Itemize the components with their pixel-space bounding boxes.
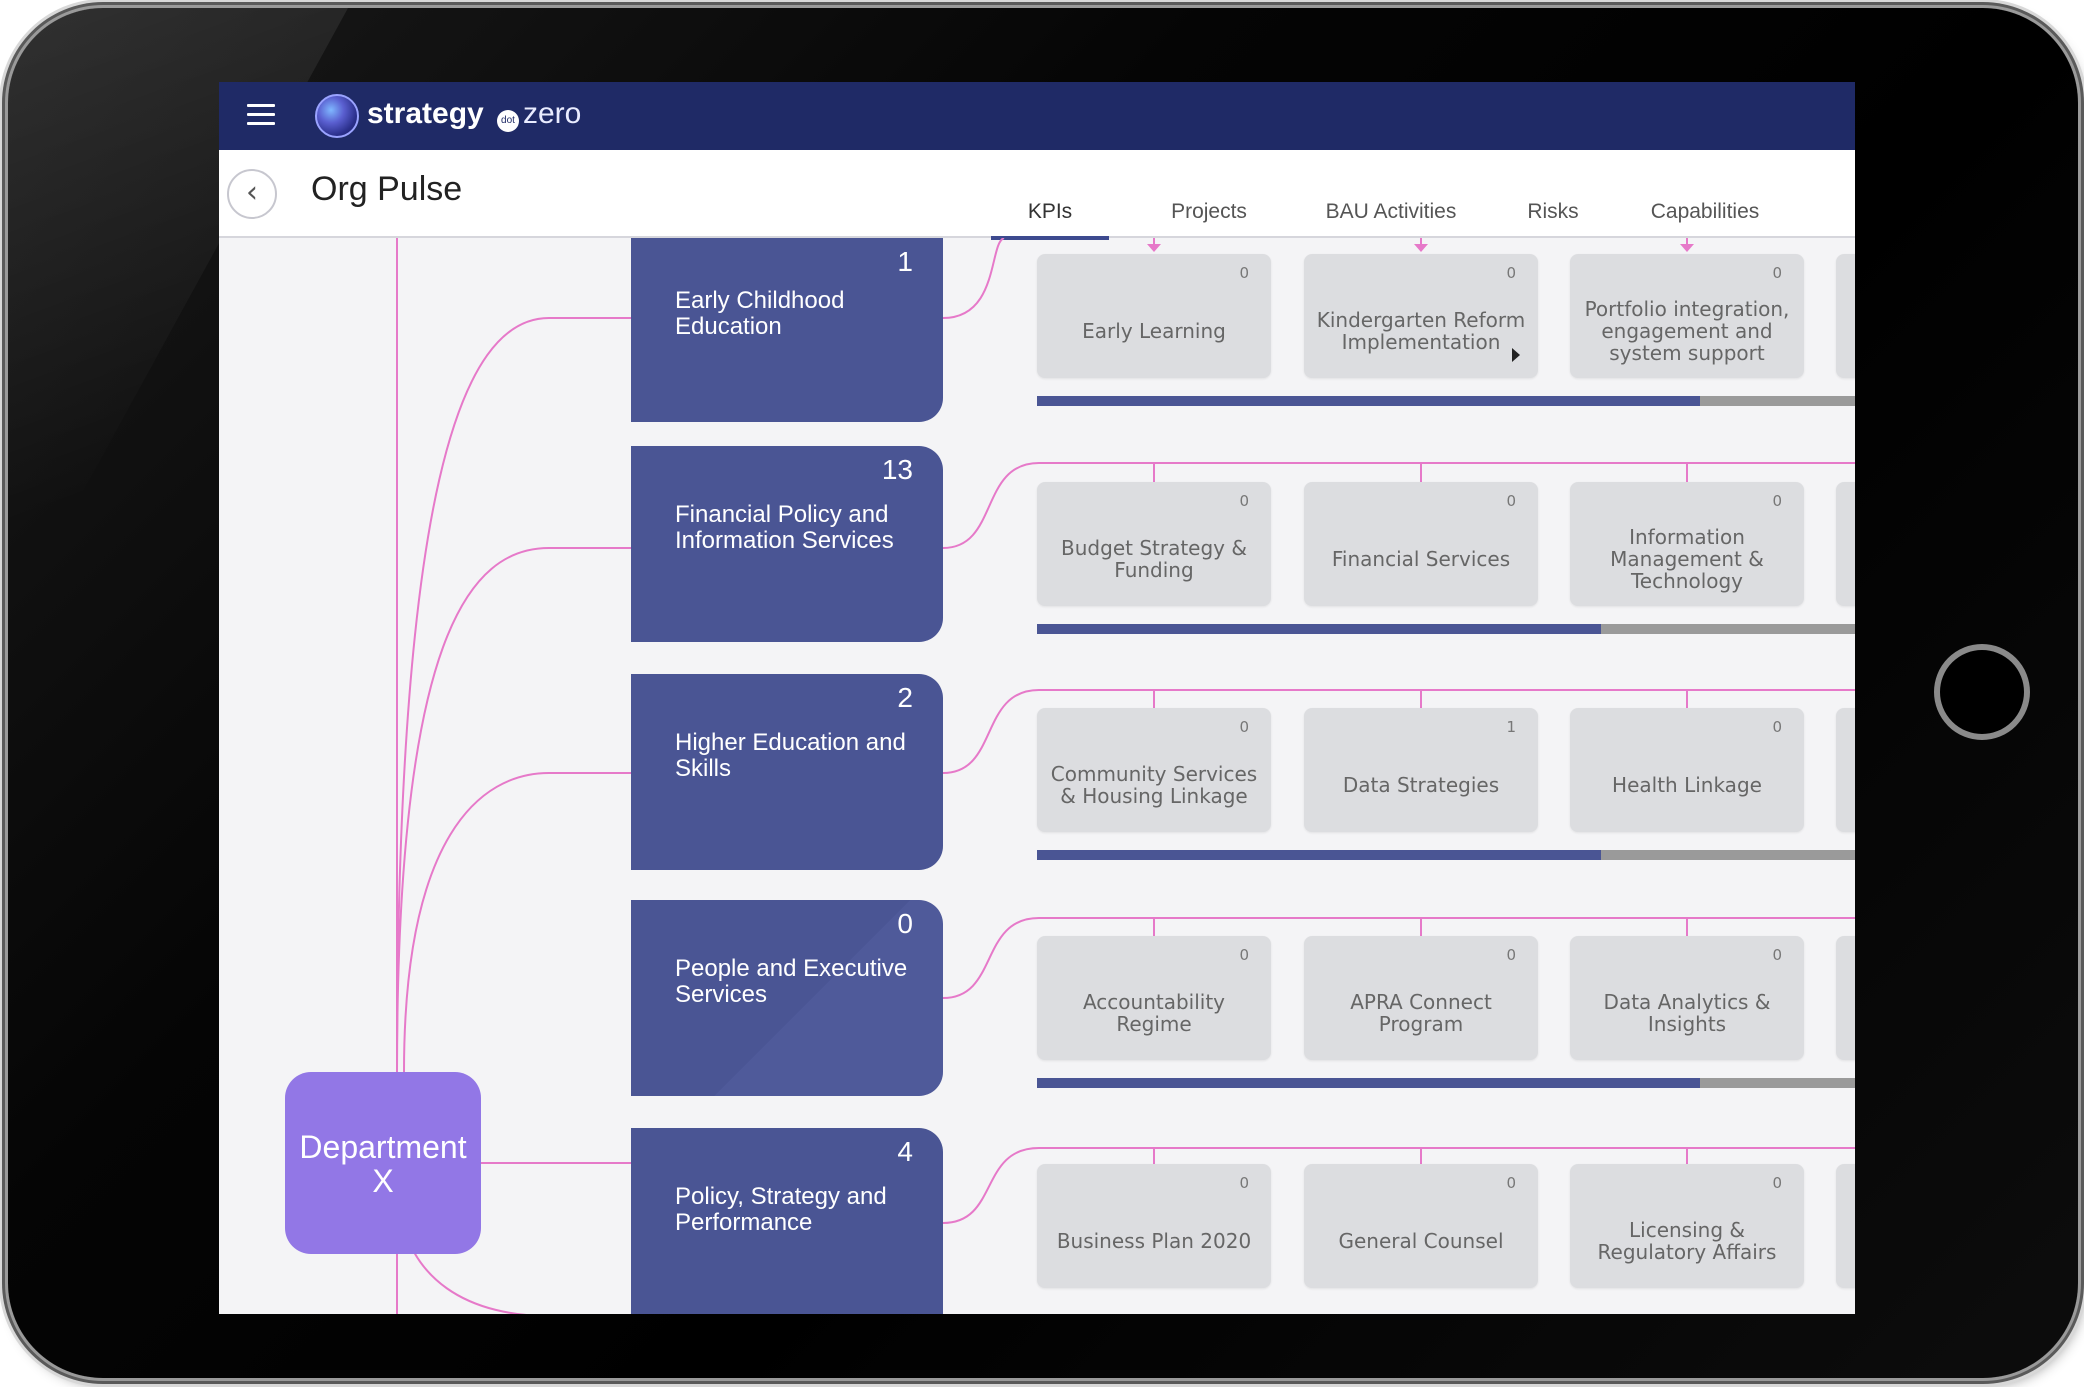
progress-bar	[1037, 396, 1855, 406]
app-screen: strategy dot zero ‹ Org Pulse KPIs Proje…	[219, 82, 1855, 1314]
kpi-label: General Counsel	[1338, 1229, 1504, 1253]
kpi-label: Budget Strategy & Funding	[1061, 536, 1247, 582]
kpi-label: Business Plan 2020	[1056, 1229, 1252, 1253]
unit-name: Early Childhood Education	[675, 287, 845, 340]
kpi-count: 0	[1772, 1174, 1782, 1192]
kpi-label: Kindergarten Reform Implementation	[1316, 308, 1526, 354]
tab-projects[interactable]: Projects	[1171, 200, 1247, 223]
unit-count: 0	[897, 908, 913, 939]
kpi-card-partial[interactable]	[1836, 1164, 1855, 1288]
kpi-card-partial[interactable]	[1836, 254, 1855, 378]
logo-globe-icon	[315, 94, 359, 138]
kpi-count: 0	[1772, 946, 1782, 964]
kpi-count: 0	[1239, 492, 1249, 510]
top-bar: strategy dot zero	[219, 82, 1855, 150]
unit-name: People and Executive Services	[675, 955, 908, 1008]
unit-card[interactable]: 2 Higher Education and Skills	[631, 674, 943, 870]
kpi-count: 0	[1506, 946, 1516, 964]
progress-bar	[1037, 624, 1855, 634]
kpi-label: APRA Connect Program	[1350, 990, 1492, 1036]
kpi-label: Data Analytics & Insights	[1603, 990, 1771, 1036]
kpi-label: Early Learning	[1082, 319, 1226, 343]
home-button[interactable]	[1934, 644, 2030, 740]
unit-name: Higher Education and Skills	[675, 729, 906, 782]
kpi-count: 0	[1506, 1174, 1516, 1192]
chevron-left-icon: ‹	[246, 175, 258, 210]
unit-count: 1	[897, 246, 913, 277]
tablet-frame: strategy dot zero ‹ Org Pulse KPIs Proje…	[8, 8, 2078, 1378]
unit-card[interactable]: 1 Early Childhood Education	[631, 238, 943, 422]
kpi-card-partial[interactable]	[1836, 482, 1855, 606]
unit-name: Financial Policy and Information Service…	[675, 501, 894, 554]
page-header: ‹ Org Pulse KPIs Projects BAU Activities…	[219, 150, 1855, 240]
logo-suffix: zero	[523, 97, 582, 130]
progress-fill	[1037, 624, 1602, 634]
kpi-count: 0	[1772, 264, 1782, 282]
progress-fill	[1037, 850, 1602, 860]
kpi-label: Health Linkage	[1612, 773, 1762, 797]
kpi-count: 1	[1506, 718, 1516, 736]
kpi-count: 0	[1772, 718, 1782, 736]
kpi-count: 0	[1506, 264, 1516, 282]
logo-dot: dot	[497, 110, 519, 132]
kpi-label: Data Strategies	[1342, 773, 1500, 797]
unit-count: 2	[897, 682, 913, 713]
kpi-count: 0	[1239, 718, 1249, 736]
kpi-label: Licensing & Regulatory Affairs	[1597, 1218, 1777, 1264]
connector-lines	[396, 238, 1855, 1314]
kpi-card-partial[interactable]	[1836, 708, 1855, 832]
kpi-count: 0	[1239, 946, 1249, 964]
kpi-count: 0	[1506, 492, 1516, 510]
kpi-count: 0	[1239, 1174, 1249, 1192]
logo-text: strategy	[367, 97, 484, 130]
kpi-label: Accountability Regime	[1082, 990, 1226, 1036]
department-node[interactable]: Department X	[285, 1072, 481, 1254]
unit-card[interactable]: 4 Policy, Strategy and Performance	[631, 1128, 943, 1314]
progress-fill	[1037, 1078, 1700, 1088]
tab-risks[interactable]: Risks	[1527, 200, 1579, 223]
unit-count: 13	[881, 454, 913, 485]
unit-card[interactable]: 13 Financial Policy and Information Serv…	[631, 446, 943, 642]
kpi-label: Information Management & Technology	[1610, 525, 1764, 593]
unit-count: 4	[897, 1136, 913, 1167]
progress-bar	[1037, 850, 1855, 860]
back-button[interactable]: ‹	[227, 169, 277, 219]
kpi-label: Portfolio integration, engagement and sy…	[1584, 297, 1790, 365]
kpi-label: Community Services & Housing Linkage	[1050, 762, 1258, 808]
page-title: Org Pulse	[311, 170, 463, 208]
unit-card[interactable]: 0 People and Executive Services	[631, 900, 943, 1096]
tab-kpis[interactable]: KPIs	[991, 200, 1109, 240]
kpi-label: Financial Services	[1331, 547, 1511, 571]
unit-name: Policy, Strategy and Performance	[675, 1183, 887, 1236]
hamburger-icon[interactable]	[247, 104, 275, 128]
progress-fill	[1037, 396, 1700, 406]
kpi-count: 0	[1772, 492, 1782, 510]
tab-bau-activities[interactable]: BAU Activities	[1325, 200, 1457, 223]
org-canvas: Department X 1 Early Childhood Education…	[219, 238, 1855, 1314]
tab-capabilities[interactable]: Capabilities	[1650, 200, 1760, 223]
kpi-card-partial[interactable]	[1836, 936, 1855, 1060]
progress-bar	[1037, 1078, 1855, 1088]
kpi-count: 0	[1239, 264, 1249, 282]
caret-right-icon[interactable]	[1512, 348, 1520, 362]
